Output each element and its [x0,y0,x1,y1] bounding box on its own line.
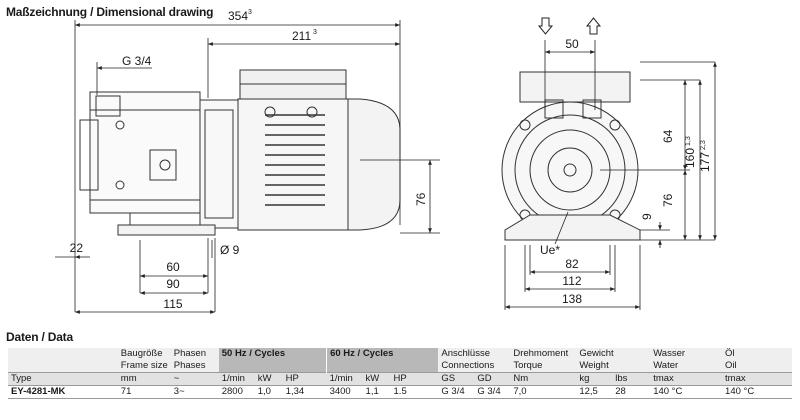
header-weight: Gewicht [576,348,651,360]
dim-foot-width-1: 82 [565,257,579,271]
flow-arrows [537,17,602,35]
header-connections: Anschlüsse [438,348,511,360]
dim-foot-thickness: 9 [640,213,654,220]
outlet-arrow-icon [585,17,602,35]
header-60hz: 60 Hz / Cycles [326,348,439,360]
data-table: Baugröße Phasen 50 Hz / Cycles 60 Hz / C… [8,348,792,399]
svg-text:2,3: 2,3 [700,140,707,150]
dim-foot-hole: Ø 9 [220,243,240,257]
rotation-label: Ue* [540,243,560,257]
dim-base-length: 115 [163,297,182,311]
pump-foot [117,224,216,236]
dim-foot-offset: 22 [70,241,84,255]
dim-shaft-height-side: 76 [414,192,428,206]
dim-foot-outer: 90 [166,277,180,291]
table-units-row: Type mm ~ 1/min kW HP 1/min kW HP GS GD … [8,372,792,386]
svg-text:3: 3 [313,29,317,36]
table-header-row: Baugröße Phasen 50 Hz / Cycles 60 Hz / C… [8,348,792,360]
dim-flange-height: 160 [683,148,697,168]
svg-text:1,3: 1,3 [685,136,692,146]
header-water: Wasser [650,348,723,360]
front-terminal-box [519,71,631,103]
dim-foot-width-2: 112 [562,274,581,288]
cooling-fins [265,114,325,206]
dim-shaft-height-front: 76 [661,193,675,207]
adapter-flange [199,99,239,229]
motor-end-cap [347,98,401,231]
model-type: EY-4281-MK [8,385,118,399]
svg-text:3: 3 [248,9,252,16]
front-foot [504,214,641,241]
data-heading: Daten / Data [6,330,73,344]
dim-upper-height: 64 [661,129,675,143]
header-torque: Drehmoment [510,348,577,360]
pump-head [89,91,201,214]
front-view [501,71,641,241]
header-50hz: 50 Hz / Cycles [218,348,327,360]
dim-total-height: 177 [698,152,712,172]
dim-port-spacing: 50 [565,37,579,51]
inlet-arrow-icon [537,17,554,35]
dim-body-length: 211 [292,29,311,43]
side-view [79,69,401,236]
dimensional-drawing: 354 3 211 3 G 3/4 22 Ø 9 60 90 115 76 50… [55,9,717,314]
header-frame-size: Baugröße [117,348,171,360]
header-oil: Öl [722,348,792,360]
table-header-row: Frame size Phases Connections Torque Wei… [8,360,792,373]
drawing-heading: Maßzeichnung / Dimensional drawing [6,5,214,19]
dim-overall-length: 354 [228,9,248,23]
dim-connection: G 3/4 [122,54,152,68]
dim-foot-width-3: 138 [562,292,582,306]
dim-foot-inner: 60 [166,260,180,274]
table-row: EY-4281-MK 71 3~ 2800 1,0 1,34 3400 1,1 … [8,385,792,399]
header-phases: Phasen [170,348,219,360]
